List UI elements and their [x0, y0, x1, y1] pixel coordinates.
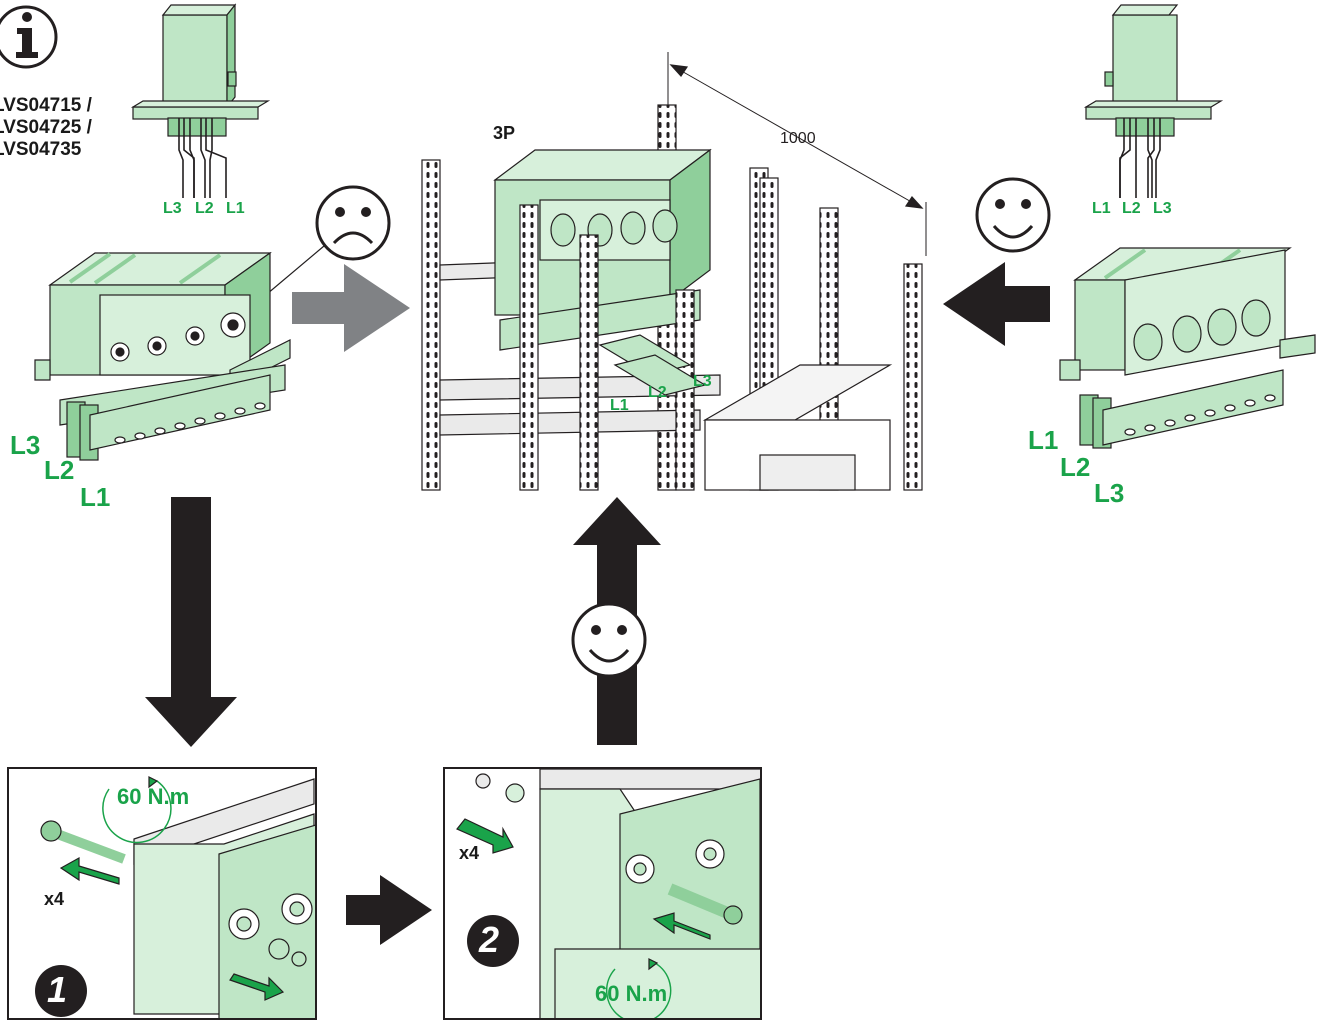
- top-right-connector-unit: [1083, 4, 1224, 198]
- info-icon: [0, 5, 58, 69]
- center-switchboard: [421, 52, 927, 491]
- left-top-phase-1: L3: [163, 200, 182, 217]
- step-2-torque: 60 N.m: [595, 981, 668, 1006]
- dimension-label: 1000: [780, 130, 816, 147]
- right-switch-unit: [1059, 247, 1316, 449]
- left-switch-unit: [34, 251, 291, 461]
- grey-arrow: [292, 264, 410, 352]
- black-arrow-up: [573, 497, 661, 600]
- right-bottom-phase-3: L3: [1094, 478, 1125, 508]
- top-left-connector-unit: [130, 3, 271, 198]
- center-phase-2: L2: [648, 384, 667, 401]
- step-1-number-label: 1: [47, 969, 68, 1010]
- black-arrow-down: [145, 497, 237, 747]
- sad-face-icon: [247, 185, 391, 311]
- right-top-phase-1: L1: [1092, 200, 1111, 217]
- right-top-phase-2: L2: [1122, 200, 1141, 217]
- step-1-count: x4: [44, 889, 65, 909]
- right-bottom-phase-2: L2: [1060, 452, 1091, 482]
- reference-line-2: LVS04725 /: [0, 117, 92, 138]
- step-1-panel: 60 N.m x4 1: [7, 767, 317, 1020]
- happy-face-icon: [975, 177, 1051, 253]
- black-arrow-left: [943, 262, 1050, 346]
- step-1-number: [35, 965, 87, 1017]
- step-2-drawing: [456, 769, 760, 1018]
- reference-line-1: LVS04715 /: [0, 95, 92, 116]
- step-2-number-label: 2: [479, 919, 500, 960]
- right-top-phase-3: L3: [1153, 200, 1172, 217]
- step-1-torque: 60 N.m: [117, 784, 190, 809]
- right-bottom-phase-1: L1: [1028, 425, 1059, 455]
- happy-face-icon-middle: [571, 600, 647, 745]
- step-1-drawing: [35, 776, 315, 1018]
- black-arrow-right: [346, 875, 432, 945]
- step-2-panel: x4 60 N.m 2: [443, 767, 762, 1020]
- left-bottom-phase-2: L2: [44, 455, 75, 485]
- step-2-count: x4: [459, 843, 480, 863]
- left-top-phase-3: L1: [226, 200, 245, 217]
- center-phase-3: L3: [693, 373, 712, 390]
- left-top-phase-2: L2: [195, 200, 214, 217]
- left-bottom-phase-1: L3: [10, 430, 41, 460]
- reference-line-3: LVS04735: [0, 139, 82, 160]
- step-2-number: [467, 915, 519, 967]
- center-phase-1: L1: [610, 397, 629, 414]
- pole-label: 3P: [493, 123, 516, 143]
- left-bottom-phase-3: L1: [80, 482, 111, 512]
